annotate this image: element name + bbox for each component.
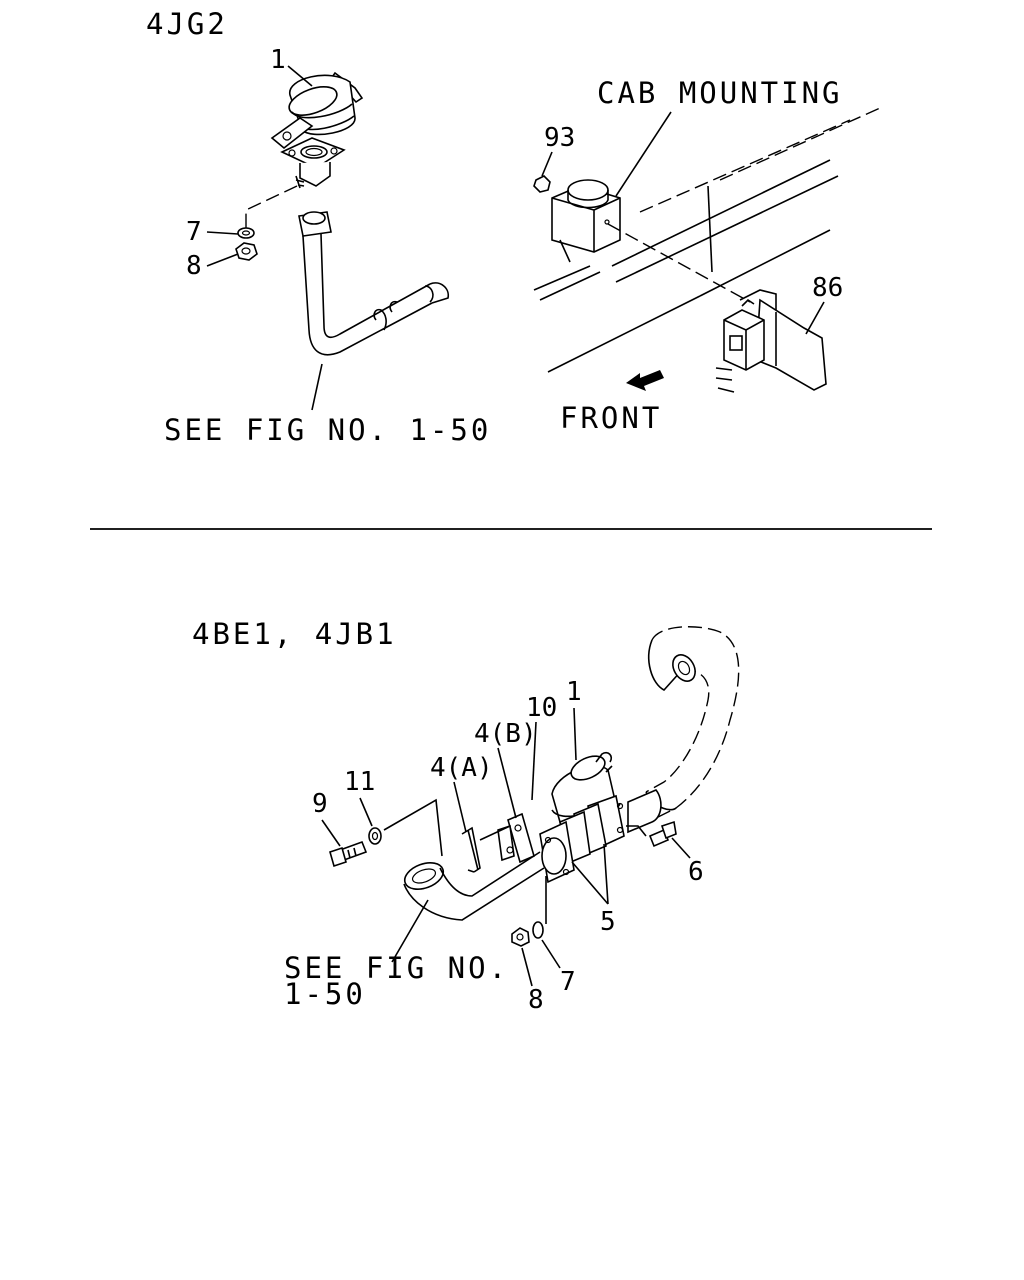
washer-7 — [237, 227, 255, 239]
upper-pipe-drawing — [614, 626, 740, 835]
callout-93: 93 — [544, 123, 575, 153]
nut-93 — [533, 175, 551, 193]
nut-8-lower — [511, 927, 530, 947]
callout-1: 1 — [270, 45, 286, 75]
bolt-9 — [329, 840, 368, 868]
top-section: 4JG2 — [146, 7, 881, 447]
callout-4a: 4(A) — [430, 753, 493, 783]
lower-pipe-drawing — [403, 851, 545, 921]
nut-8 — [235, 242, 258, 261]
engine-code-4be1-4jb1: 4BE1, 4JB1 — [192, 617, 397, 651]
callout-8-lower: 8 — [528, 985, 544, 1015]
front-arrow-icon — [626, 370, 664, 391]
leader-line-dashed — [607, 223, 751, 303]
callout-11: 11 — [344, 767, 375, 797]
callout-7: 7 — [186, 217, 202, 247]
callout-8: 8 — [186, 251, 202, 281]
washer-7-lower — [532, 921, 544, 939]
callout-5: 5 — [600, 907, 616, 937]
callout-7-lower: 7 — [560, 967, 576, 997]
callout-9: 9 — [312, 789, 328, 819]
callout-10: 10 — [526, 693, 557, 723]
pipe-drawing — [298, 211, 450, 356]
flange-block-drawing — [539, 794, 625, 884]
cab-mounting-label: CAB MOUNTING — [597, 76, 843, 110]
engine-code-4jg2: 4JG2 — [146, 7, 228, 41]
bottom-section: 4BE1, 4JB1 — [192, 617, 740, 1015]
callout-86: 86 — [812, 273, 843, 303]
mounting-bracket-86 — [715, 289, 827, 393]
callout-1-lower: 1 — [566, 677, 582, 707]
valve-assembly-drawing — [270, 71, 364, 189]
frame-drawing — [533, 107, 881, 373]
washer-11 — [368, 827, 382, 845]
see-fig-label-line2: 1-50 — [284, 977, 366, 1011]
callout-6: 6 — [688, 857, 704, 887]
bracket-4b — [497, 812, 535, 864]
bolt-6 — [648, 820, 677, 848]
front-label: FRONT — [560, 401, 662, 435]
bracket-4a — [461, 826, 481, 873]
callout-4b: 4(B) — [474, 719, 537, 749]
see-fig-label: SEE FIG NO. 1-50 — [164, 413, 491, 447]
